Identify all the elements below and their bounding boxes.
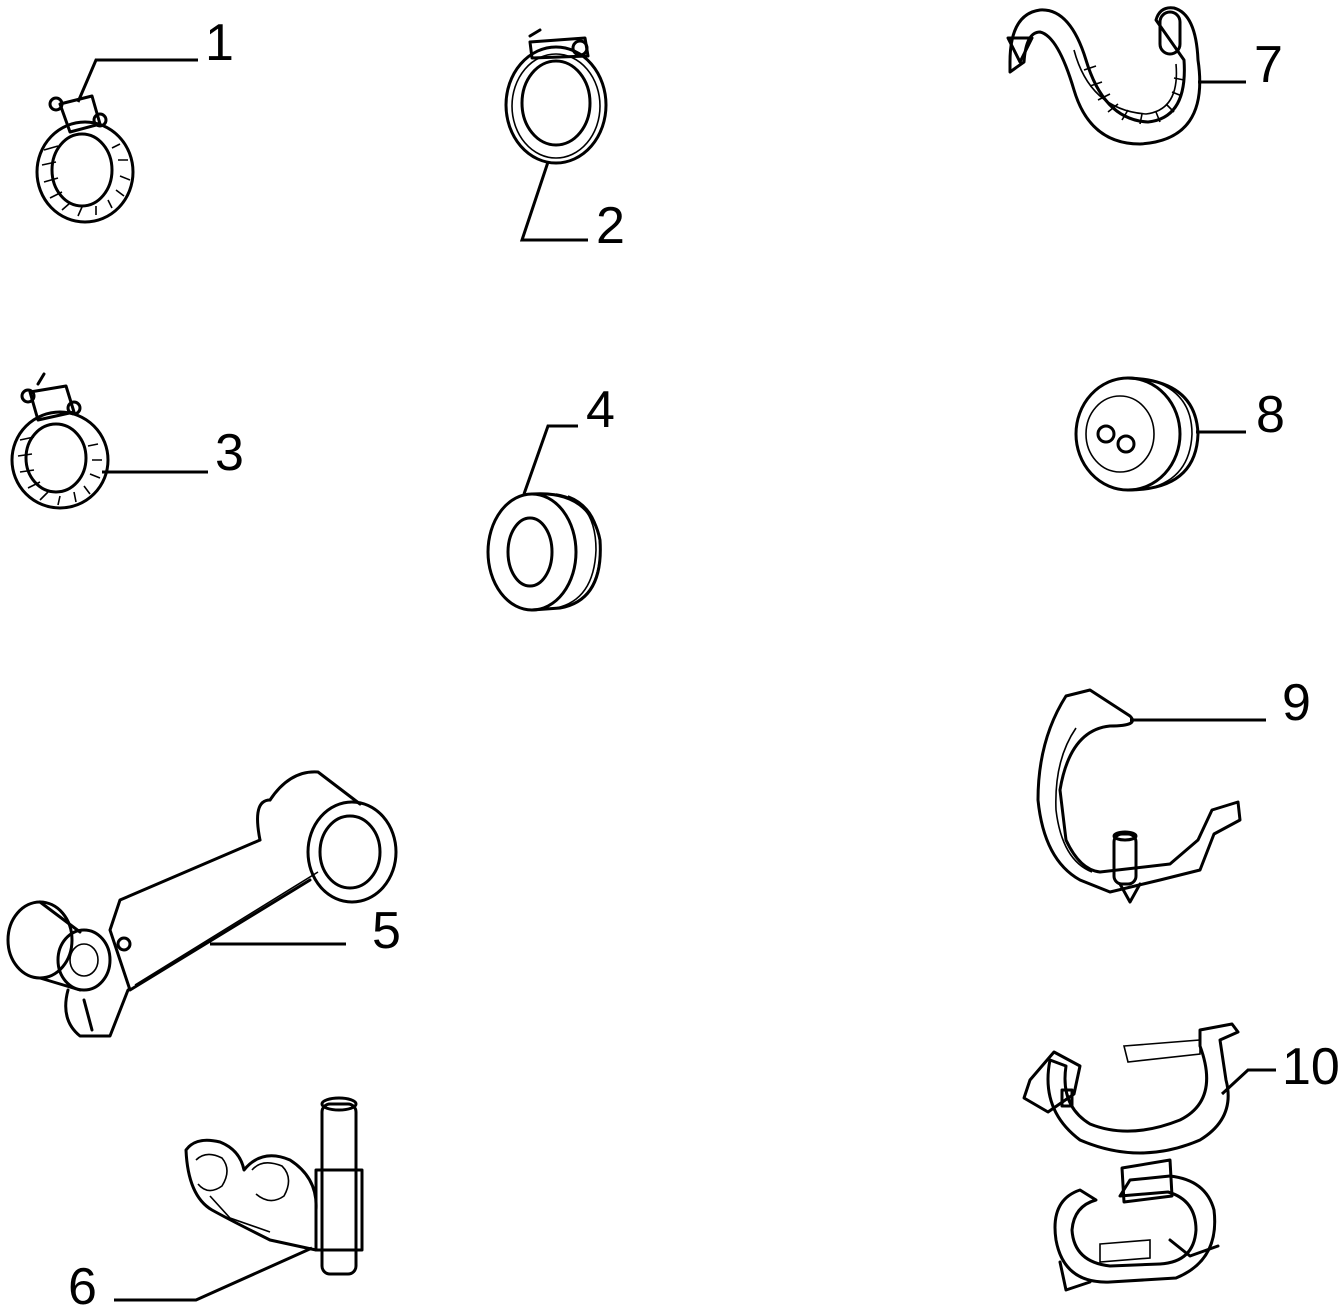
part-2-band-clamp-icon: [504, 28, 608, 165]
part-6-pipe-holder-icon: [184, 1096, 364, 1276]
callout-label-2: 2: [596, 197, 625, 255]
leader-line-2: [519, 161, 588, 242]
part-1-hose-clamp-icon: [35, 94, 135, 224]
callout-label-1: 1: [205, 14, 234, 72]
callout-label-8: 8: [1256, 386, 1285, 444]
callout-label-9: 9: [1282, 674, 1311, 732]
part-7-cable-strap-icon: [1006, 6, 1202, 146]
callout-label-3: 3: [215, 424, 244, 482]
leader-line-4: [522, 424, 578, 495]
part-9-retaining-clip-icon: [1036, 688, 1242, 904]
callout-label-5: 5: [372, 902, 401, 960]
leader-line-6: [114, 1246, 313, 1302]
callout-label-4: 4: [586, 381, 615, 439]
part-5-pipe-bracket-icon: [6, 770, 398, 1038]
leader-line-10: [1220, 1068, 1276, 1096]
callout-label-6: 6: [68, 1258, 97, 1306]
part-3-hose-clamp-icon: [10, 372, 110, 510]
part-10-double-strap-icon: [1022, 1022, 1240, 1292]
part-8-two-hole-grommet-icon: [1074, 376, 1200, 492]
part-4-grommet-icon: [486, 492, 602, 612]
leader-line-1: [76, 58, 198, 103]
callout-label-10: 10: [1282, 1038, 1340, 1096]
callout-label-7: 7: [1254, 36, 1283, 94]
